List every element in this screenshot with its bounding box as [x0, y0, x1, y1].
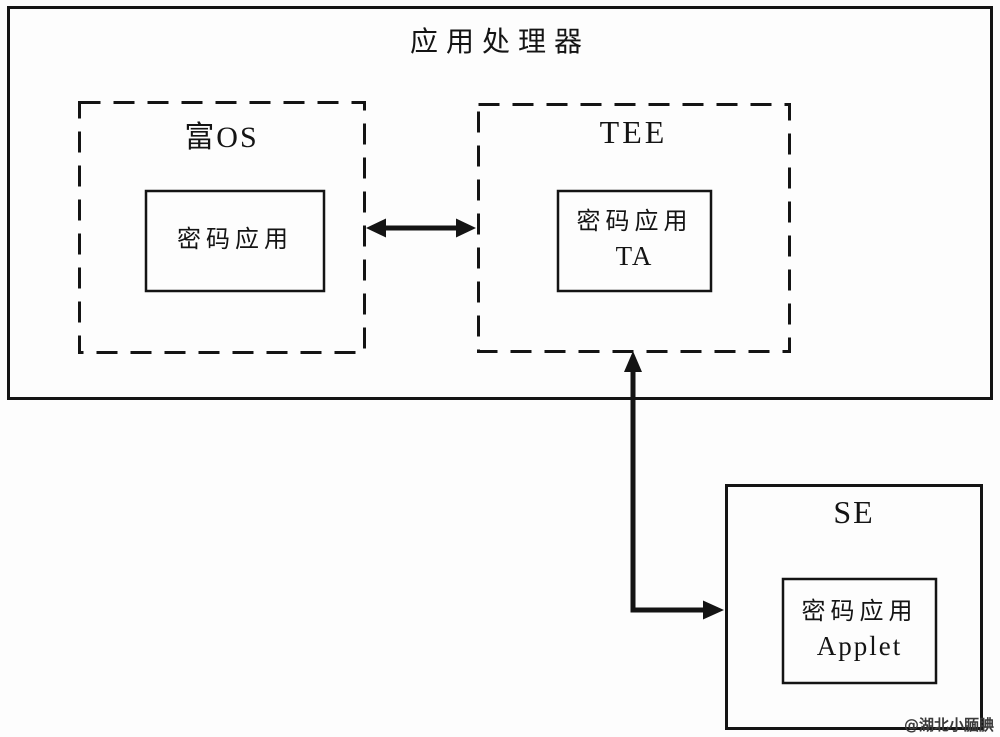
tee-se-arrowhead-up [624, 351, 642, 372]
crypto-app-label: 密码应用 [177, 227, 293, 254]
rich-os-title: 富OS [184, 121, 259, 154]
se-title: SE [833, 494, 875, 530]
crypto-app-ta-label-line2: TA [615, 241, 654, 272]
richos-tee-arrowhead-right [456, 218, 476, 238]
tee-se-arrow-shaft [630, 368, 706, 613]
crypto-app-applet-label-line1: 密码应用 [801, 598, 918, 625]
crypto-app-box [144, 189, 326, 293]
tee-dashed-box [477, 103, 791, 353]
rich-os-dashed-box [78, 101, 366, 354]
crypto-app-applet-label-line2: Applet [816, 630, 903, 661]
crypto-app-applet-label-wrap: 密码应用 Applet [782, 578, 937, 683]
crypto-app-applet-box [781, 577, 938, 685]
richos-tee-arrowhead-left [366, 218, 386, 238]
crypto-app-label-wrap: 密码应用 [145, 190, 325, 292]
crypto-app-ta-label-line1: 密码应用 [576, 209, 693, 236]
crypto-app-ta-label-wrap: 密码应用 TA [557, 190, 712, 292]
application-processor-title: 应用处理器 [409, 27, 590, 58]
tee-se-arrowhead-right [703, 600, 724, 620]
crypto-app-ta-box [556, 189, 713, 293]
watermark-text: @湖北小腼腆 [903, 716, 994, 734]
application-processor-box [7, 6, 993, 400]
tee-title: TEE [599, 114, 668, 150]
se-box [725, 484, 983, 730]
